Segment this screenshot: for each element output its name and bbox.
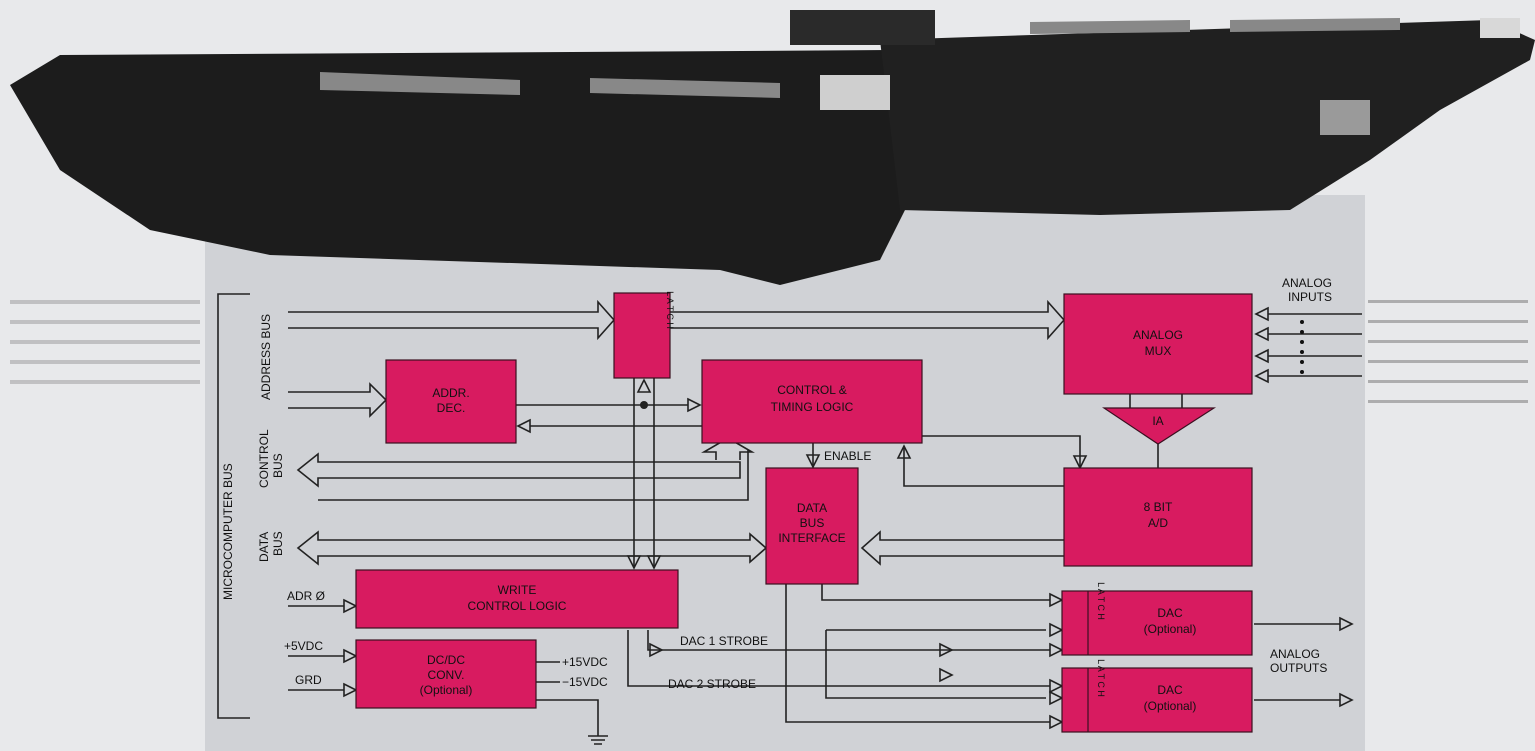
grd-label: GRD: [295, 673, 322, 687]
adr0-arrowhead: [343, 598, 358, 614]
adr0-label: ADR Ø: [287, 589, 325, 603]
mid-arrowhead-1: [939, 642, 954, 658]
dcdc-label-2: CONV.: [428, 668, 465, 682]
dac2-latch-label: L A T C H: [1096, 659, 1106, 697]
control-bus-label-1: CONTROL: [257, 429, 271, 488]
write-control-label-2: CONTROL LOGIC: [468, 599, 567, 613]
interface-to-dac1: [821, 584, 1050, 601]
ia-label: IA: [1152, 414, 1163, 428]
minus15-label: −15VDC: [562, 675, 608, 689]
write-control-block: WRITE CONTROL LOGIC: [355, 569, 679, 629]
plus5-label: +5VDC: [284, 639, 323, 653]
adc-to-interface-bus: [860, 530, 1064, 566]
dcdc-converter-block: DC/DC CONV. (Optional): [355, 639, 537, 709]
adc-block: 8 BIT A/D: [1063, 467, 1253, 567]
dcdc-label-3: (Optional): [420, 683, 473, 697]
dac1-row-arrowhead: [1049, 622, 1064, 638]
interface-to-dac2: [785, 584, 1050, 723]
adc-to-control-line: [903, 448, 1064, 487]
dac2-block: L A T C H DAC (Optional): [1061, 659, 1253, 733]
addr-dec-block: ADDR. DEC.: [385, 359, 517, 444]
dbi-label-1: DATA: [797, 501, 827, 515]
analog-inputs-label-1: ANALOG: [1282, 276, 1332, 290]
adc-label-1: 8 BIT: [1144, 500, 1173, 514]
data-bus-label-1: DATA: [257, 532, 271, 562]
dbi-label-3: INTERFACE: [778, 531, 845, 545]
dec-to-control-arrowhead: [687, 397, 702, 413]
analog-outputs-label-1: ANALOG: [1270, 647, 1320, 661]
background-text-left: [10, 300, 200, 384]
dac2-strobe-label: DAC 2 STROBE: [668, 677, 756, 691]
enable-label: ENABLE: [824, 449, 871, 463]
data-bus-arrow: [296, 530, 768, 566]
analog-output-2-arrowhead: [1339, 692, 1354, 708]
dac1-strobe-label: DAC 1 STROBE: [680, 634, 768, 648]
analog-output-1-arrowhead: [1339, 616, 1354, 632]
control-timing-label-2: TIMING LOGIC: [771, 400, 854, 414]
analog-outputs-label-2: OUTPUTS: [1270, 661, 1327, 675]
analog-inputs-label-2: INPUTS: [1288, 290, 1332, 304]
dac1-label-1: DAC: [1157, 606, 1183, 620]
interface-to-dac2-arrowhead: [1049, 714, 1064, 730]
data-bus-interface-block: DATA BUS INTERFACE: [765, 467, 859, 585]
dcdc-label-1: DC/DC: [427, 653, 465, 667]
addr-dec-label-1: ADDR.: [432, 386, 469, 400]
mid-arrowhead-2: [939, 667, 954, 683]
plus15-label: +15VDC: [562, 655, 608, 669]
ia-amplifier-block: IA: [1102, 407, 1217, 445]
control-to-dec-arrowhead: [516, 418, 531, 434]
interface-to-dac-cross: [825, 630, 1046, 699]
control-bus-label-2: BUS: [271, 453, 285, 478]
dac1-strobe-arrowhead-a: [649, 642, 664, 658]
dac1-label-2: (Optional): [1144, 622, 1197, 636]
latch-up-arrowhead: [636, 378, 652, 393]
interface-to-dac1-arrowhead: [1049, 592, 1064, 608]
microcomputer-bus-label: MICROCOMPUTER BUS: [221, 463, 235, 600]
dac2-strobe-arrowhead: [1049, 678, 1064, 694]
dac1-strobe-line: [647, 630, 1050, 651]
addr-dec-label-2: DEC.: [437, 401, 466, 415]
junction-dot: [640, 401, 648, 409]
adc-label-2: A/D: [1148, 516, 1168, 530]
dac2-label-2: (Optional): [1144, 699, 1197, 713]
grd-arrowhead: [343, 682, 358, 698]
dbi-label-2: BUS: [800, 516, 825, 530]
dac1-block: L A T C H DAC (Optional): [1061, 582, 1253, 656]
adc-to-control-arrowhead: [896, 444, 912, 459]
analog-mux-label-1: ANALOG: [1133, 328, 1183, 342]
analog-input-arrows: [1254, 306, 1362, 384]
latch-block: L A T C H: [613, 291, 675, 379]
dac2-row-arrowhead: [1049, 690, 1064, 706]
data-bus-label-2: BUS: [271, 531, 285, 556]
dac2-label-1: DAC: [1157, 683, 1183, 697]
latch-v2-arrowhead: [646, 555, 662, 570]
write-control-label-1: WRITE: [498, 583, 537, 597]
plus5-arrowhead: [343, 648, 358, 664]
circuit-board-photo: [10, 10, 1535, 285]
control-to-adc-arrowhead: [1072, 455, 1088, 470]
address-bus-label: ADDRESS BUS: [259, 314, 273, 400]
latch-block-label: L A T C H: [665, 291, 675, 329]
control-to-adc-line: [922, 435, 1081, 468]
control-timing-block: CONTROL & TIMING LOGIC: [701, 359, 923, 444]
control-timing-label-1: CONTROL &: [777, 383, 847, 397]
background-text-right: [1368, 300, 1528, 403]
dac1-latch-label: L A T C H: [1096, 582, 1106, 620]
ground-symbol: [536, 699, 608, 745]
dac1-strobe-arrowhead: [1049, 642, 1064, 658]
enable-arrowhead: [805, 454, 821, 469]
dac2-strobe-line: [627, 630, 1050, 687]
latch-v1-arrowhead: [626, 555, 642, 570]
analog-mux-block: ANALOG MUX: [1063, 293, 1253, 395]
microcomputer-bus-bracket: [217, 293, 250, 719]
analog-mux-label-2: MUX: [1145, 344, 1172, 358]
